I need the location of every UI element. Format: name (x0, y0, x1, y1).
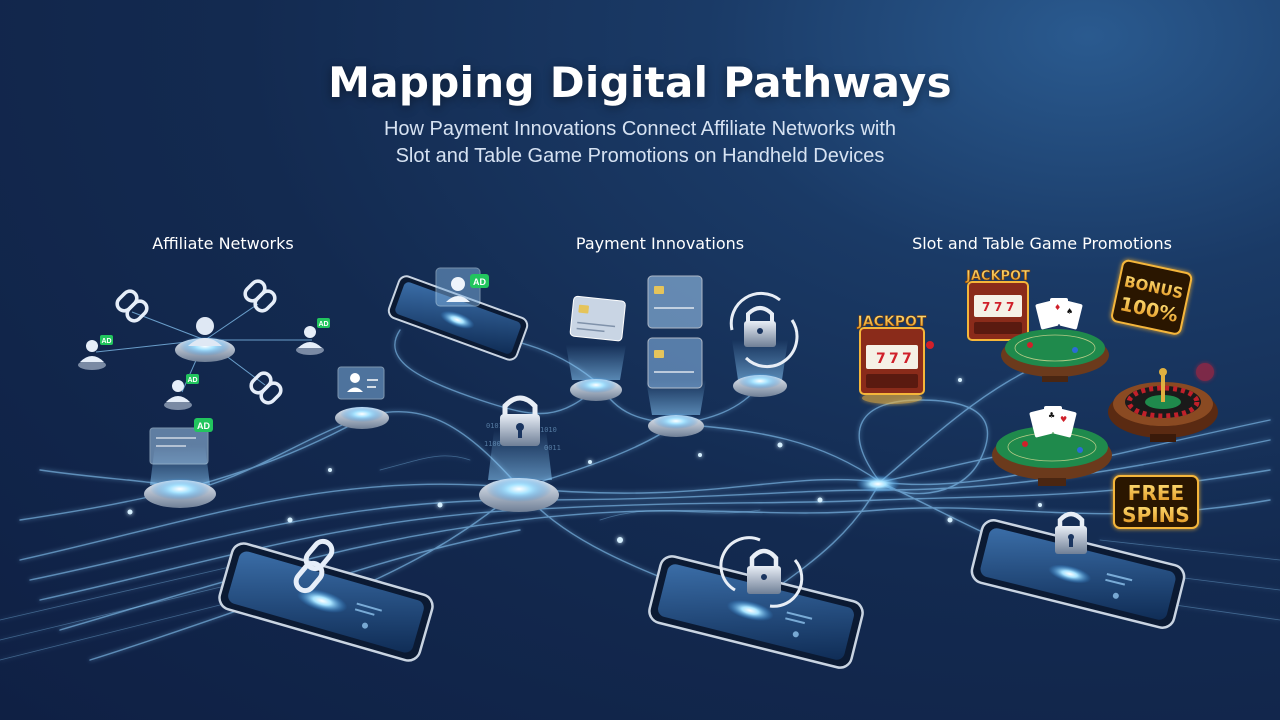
svg-text:0101: 0101 (486, 422, 503, 430)
svg-text:♦: ♦ (1054, 303, 1061, 312)
svg-text:♣: ♣ (1048, 411, 1055, 420)
ad-badge: AD (470, 274, 489, 288)
phone-affiliate-top (387, 275, 529, 361)
user-avatar-icon (296, 326, 324, 355)
link-icon (293, 538, 335, 594)
column-heading-affiliate: Affiliate Networks (152, 234, 294, 253)
affiliate-card-node: AD (144, 418, 216, 508)
phone-affiliate-bottom (218, 542, 434, 662)
phone-payment-bottom (648, 555, 864, 669)
svg-text:JACKPOT: JACKPOT (965, 269, 1030, 284)
ad-badge: AD (100, 335, 113, 345)
card-table-icon: ♦ ♠ (1001, 298, 1109, 382)
lock-icon (1055, 511, 1087, 554)
svg-text:7: 7 (902, 351, 912, 367)
svg-text:7: 7 (889, 351, 899, 367)
page-subtitle-line1: How Payment Innovations Connect Affiliat… (383, 118, 897, 140)
affiliate-hub-node (175, 317, 235, 362)
link-icon (115, 289, 149, 323)
svg-text:AD: AD (101, 338, 111, 345)
page-title: Mapping Digital Pathways (328, 58, 952, 107)
svg-text:JACKPOT: JACKPOT (857, 314, 927, 330)
column-heading-payment: Payment Innovations (575, 234, 745, 253)
slot-machine-icon: 7 7 7 JACKPOT (856, 314, 934, 404)
user-avatar-icon (164, 380, 192, 410)
ad-badge: AD (194, 418, 213, 432)
junction-node (856, 475, 900, 493)
svg-text:♠: ♠ (1066, 307, 1073, 316)
page-subtitle-line2: Slot and Table Game Promotions on Handhe… (395, 145, 885, 167)
link-icon (243, 279, 277, 313)
column-heading-promotions: Slot and Table Game Promotions (912, 234, 1172, 253)
svg-text:7: 7 (1006, 300, 1014, 314)
svg-text:AD: AD (318, 321, 328, 328)
svg-text:7: 7 (982, 300, 990, 314)
affiliate-cluster: AD AD AD (78, 279, 330, 410)
light-particles (127, 378, 1042, 543)
payment-lock-node (729, 291, 799, 397)
user-card-node (335, 366, 389, 429)
user-avatar-icon (78, 340, 106, 370)
ad-badge: AD (186, 374, 199, 384)
ad-badge: AD (317, 318, 330, 328)
svg-text:0011: 0011 (544, 444, 561, 452)
slot-machine-icon: 7 7 7 JACKPOT (965, 269, 1030, 341)
svg-text:AD: AD (473, 277, 486, 287)
svg-text:FREE: FREE (1128, 481, 1184, 505)
central-lock-node: 0101 1010 1100 0011 (479, 395, 561, 512)
card-table-icon: ♣ ♥ (992, 406, 1112, 486)
svg-text:AD: AD (187, 377, 197, 384)
svg-text:1100: 1100 (484, 440, 501, 448)
payment-card-node (566, 295, 626, 401)
svg-text:♥: ♥ (1060, 415, 1067, 424)
svg-text:AD: AD (197, 421, 210, 431)
lock-icon (719, 536, 804, 608)
svg-text:1010: 1010 (540, 426, 557, 434)
svg-text:7: 7 (994, 300, 1002, 314)
svg-text:SPINS: SPINS (1122, 503, 1190, 527)
svg-text:7: 7 (876, 351, 886, 367)
user-profile-card: AD (435, 267, 489, 307)
free-spins-badge: FREE SPINS (1113, 475, 1199, 529)
phone-promotions-bottom (970, 519, 1186, 629)
link-icon (249, 371, 283, 405)
roulette-wheel-icon (1108, 363, 1218, 442)
bonus-badge: BONUS 100% (1111, 259, 1193, 335)
payment-card-node (646, 275, 706, 437)
